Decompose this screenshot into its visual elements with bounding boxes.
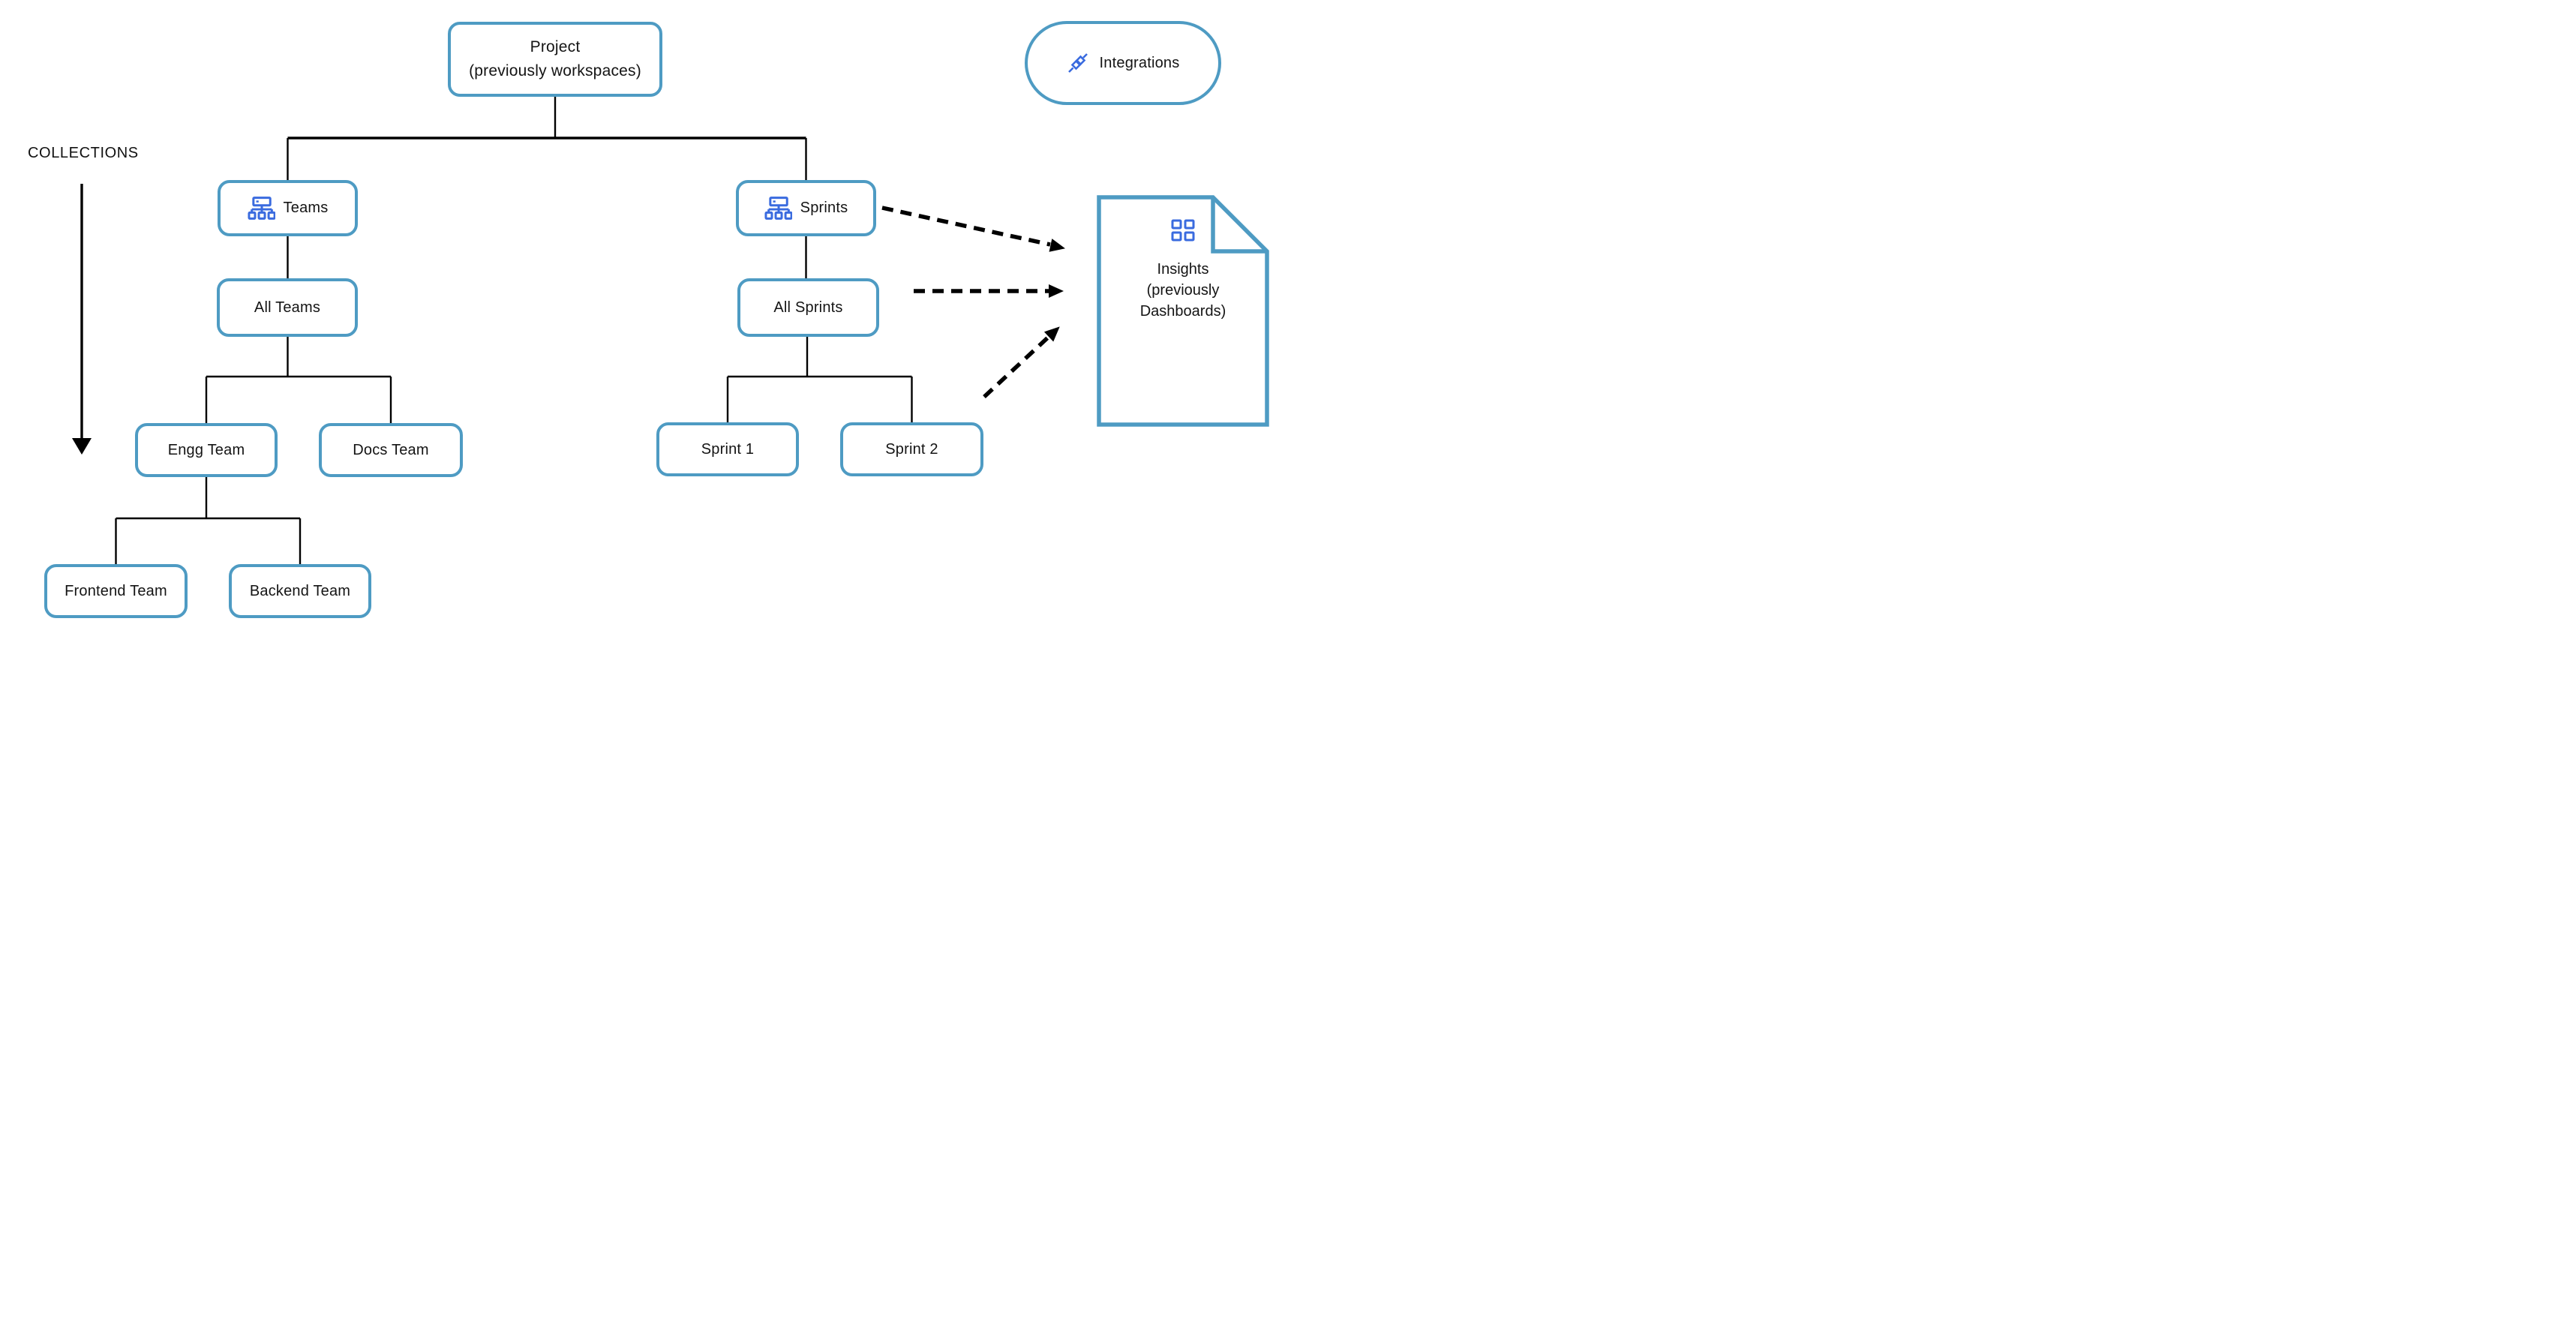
insights-label-line3: Dashboards): [1139, 303, 1226, 320]
engg-team-label: Engg Team: [167, 441, 245, 458]
docs-team-label: Docs Team: [353, 441, 429, 458]
node-engg-team: Engg Team: [135, 423, 278, 477]
dashed-arrowhead-1: [1049, 239, 1065, 252]
insights-label-line1: Insights: [1157, 261, 1209, 278]
integrations-label: Integrations: [1099, 54, 1180, 71]
backend-team-label: Backend Team: [249, 582, 351, 599]
connector-layer: [72, 97, 1269, 564]
insights-document-fold: [1211, 197, 1267, 254]
project-label-line1: Project: [530, 38, 581, 56]
node-frontend-team: Frontend Team: [44, 564, 188, 618]
insights-label-line2: (previously: [1146, 282, 1220, 299]
teams-label: Teams: [283, 200, 329, 216]
node-teams: Teams: [218, 180, 358, 236]
node-all-teams: All Teams: [217, 278, 358, 337]
dashed-arrow-sprintgroup-insights: [983, 335, 1050, 399]
org-hierarchy-icon: [764, 196, 792, 221]
dashed-arrowhead-2: [1049, 284, 1064, 298]
all-teams-label: All Teams: [254, 299, 321, 316]
frontend-team-label: Frontend Team: [65, 582, 167, 599]
project-label-line2: (previously workspaces): [469, 62, 641, 80]
diagram-canvas: COLLECTIONS Project (previously workspac…: [0, 0, 1288, 668]
org-hierarchy-icon: [248, 196, 275, 221]
node-sprints: Sprints: [736, 180, 876, 236]
dashed-arrow-sprints-insights: [881, 206, 1051, 247]
plug-integration-icon: [1067, 52, 1089, 74]
node-backend-team: Backend Team: [229, 564, 371, 618]
insights-document-shape: [1097, 195, 1269, 427]
node-sprint-1: Sprint 1: [656, 422, 799, 476]
node-integrations: Integrations: [1025, 21, 1221, 105]
node-sprint-2: Sprint 2: [840, 422, 983, 476]
sprint-2-label: Sprint 2: [885, 440, 938, 458]
sprint-1-label: Sprint 1: [701, 440, 755, 458]
collections-label: COLLECTIONS: [28, 145, 139, 161]
all-sprints-label: All Sprints: [773, 299, 843, 316]
collections-arrowhead: [72, 438, 92, 455]
dashed-arrowhead-3: [1043, 326, 1060, 342]
sprints-label: Sprints: [800, 200, 848, 216]
node-all-sprints: All Sprints: [737, 278, 879, 337]
node-docs-team: Docs Team: [319, 423, 463, 477]
insights-document-content: Insights (previously Dashboards): [1099, 219, 1267, 322]
dashboard-grid-icon: [1171, 219, 1195, 245]
node-project: Project (previously workspaces): [448, 22, 662, 97]
